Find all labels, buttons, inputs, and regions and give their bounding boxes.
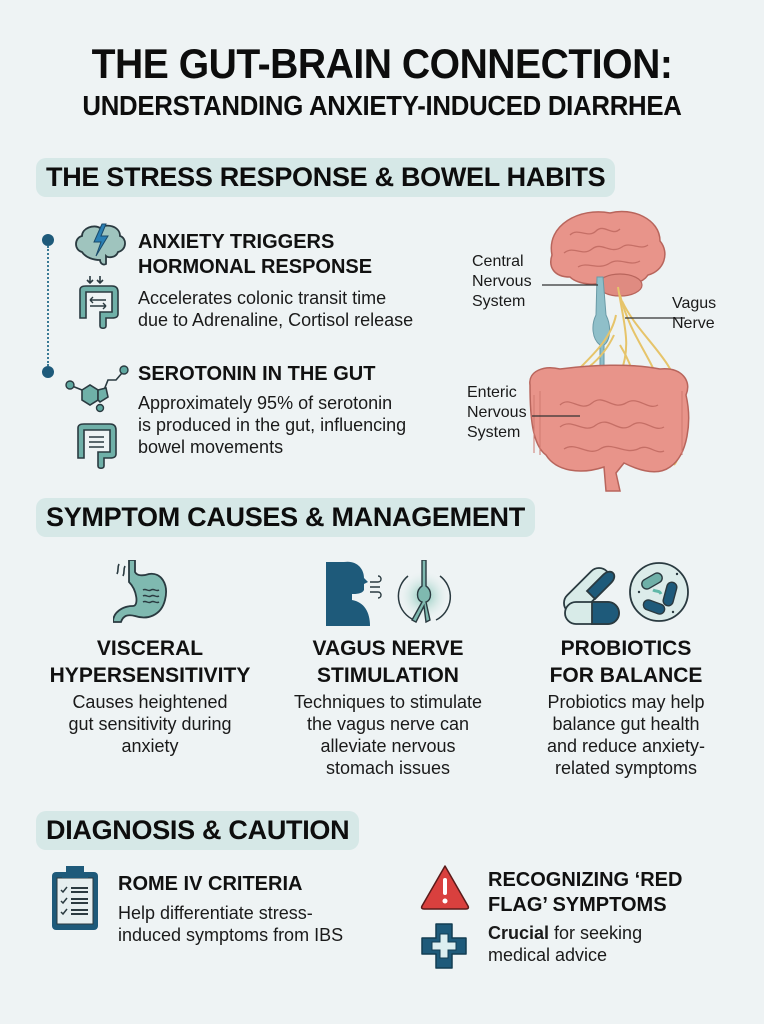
brain-illustration xyxy=(550,210,666,297)
section-heading-symptom-causes: SYMPTOM CAUSES & MANAGEMENT xyxy=(36,498,535,537)
label-central-nervous-system: Central Nervous System xyxy=(472,253,532,310)
intestines-illustration xyxy=(529,364,690,492)
column-title-visceral: VISCERAL HYPERSENSITIVITY xyxy=(49,637,251,687)
section-heading-stress-response: THE STRESS RESPONSE & BOWEL HABITS xyxy=(36,158,616,197)
section-heading-diagnosis: DIAGNOSIS & CAUTION xyxy=(36,811,360,850)
vagus-nerve-icon xyxy=(396,560,452,626)
bacteria-icon xyxy=(627,560,691,624)
column-title-vagus: VAGUS NERVE STIMULATION xyxy=(312,637,464,687)
stomach-icon xyxy=(113,560,169,626)
page-subtitle: UNDERSTANDING ANXIETY-INDUCED DIARRHEA xyxy=(82,90,682,121)
colon-icon xyxy=(74,418,120,470)
timeline-dot xyxy=(42,366,54,378)
item-title-rome-iv: ROME IV CRITERIA xyxy=(118,873,303,895)
timeline-connector xyxy=(47,246,49,366)
item-text-red-flag: Crucial for seeking medical advice xyxy=(488,923,643,965)
label-vagus-nerve: Vagus Nerve xyxy=(672,295,717,332)
column-text-visceral: Causes heightened gut sensitivity during… xyxy=(68,692,232,756)
brain-lightning-icon xyxy=(72,222,128,268)
item-text-anxiety-triggers: Accelerates colonic transit time due to … xyxy=(138,288,414,330)
colon-arrows-icon xyxy=(76,274,122,330)
molecule-icon xyxy=(62,364,132,414)
column-text-probiotics: Probiotics may help balance gut health a… xyxy=(546,692,706,778)
label-enteric-nervous-system: Enteric Nervous System xyxy=(467,384,527,441)
capsules-icon xyxy=(557,562,623,626)
medical-cross-icon xyxy=(420,922,468,970)
column-text-vagus: Techniques to stimulate the vagus nerve … xyxy=(293,692,483,778)
page-title: THE GUT-BRAIN CONNECTION: xyxy=(91,40,673,87)
gut-brain-diagram xyxy=(460,205,750,495)
column-title-probiotics: PROBIOTICS FOR BALANCE xyxy=(549,637,703,687)
timeline-dot xyxy=(42,234,54,246)
item-title-serotonin: SEROTONIN IN THE GUT xyxy=(138,363,376,385)
item-title-anxiety-triggers: ANXIETY TRIGGERS HORMONAL RESPONSE xyxy=(138,231,373,278)
person-breathing-icon xyxy=(326,560,384,626)
item-text-serotonin: Approximately 95% of serotonin is produc… xyxy=(138,393,407,457)
clipboard-checklist-icon xyxy=(50,864,100,932)
item-text-rome-iv: Help differentiate stress- induced sympt… xyxy=(118,903,344,945)
item-title-red-flag: RECOGNIZING ‘RED FLAG’ SYMPTOMS xyxy=(488,869,683,916)
warning-triangle-icon xyxy=(420,864,470,910)
